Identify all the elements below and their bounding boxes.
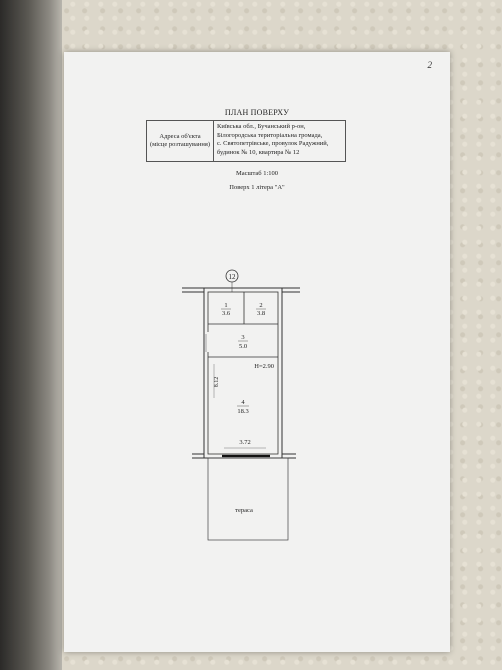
address-label-cell: Адреса об'єкта (місце розташування) xyxy=(147,121,214,161)
room-area: 5.0 xyxy=(239,343,247,350)
address-table: Адреса об'єкта (місце розташування) Київ… xyxy=(146,120,346,162)
room-number: 3 xyxy=(241,334,244,341)
terrace-label: тераса xyxy=(235,507,253,514)
room-area: 3.8 xyxy=(257,310,265,317)
address-line: Київська обл., Бучанський р-он, xyxy=(217,123,306,130)
address-label-sub: (місце розташування) xyxy=(149,141,211,148)
terrace-outline xyxy=(207,457,289,541)
floor-plan: 12 1 3.6 2 3.8 3 5.0 Н= xyxy=(182,269,300,541)
document-page: 2 ПЛАН ПОВЕРХУ Адреса об'єкта (місце роз… xyxy=(64,52,450,652)
floor-label: Поверх 1 літера "А" xyxy=(229,184,285,191)
dimension-vertical: 8.12 xyxy=(214,377,220,388)
dimension-horizontal: 3.72 xyxy=(239,439,250,446)
address-line: с. Святопетрівське, провулок Радужний, xyxy=(217,140,329,147)
room-area: 3.6 xyxy=(222,310,231,317)
page-title: ПЛАН ПОВЕРХУ xyxy=(224,108,290,117)
room-number: 1 xyxy=(224,302,227,309)
address-value-cell: Київська обл., Бучанський р-он, Білогоро… xyxy=(214,121,345,161)
room-number: 4 xyxy=(241,399,245,406)
outer-wall xyxy=(203,287,283,459)
address-line: будинок № 10, квартира № 12 xyxy=(217,148,300,156)
room-number: 2 xyxy=(259,302,262,309)
address-line: Білогородська територіальна громада, xyxy=(217,131,323,139)
book-edge xyxy=(0,0,62,670)
address-label: Адреса об'єкта xyxy=(159,133,201,140)
page-number: 2 xyxy=(427,60,433,70)
axis-marker-label: 12 xyxy=(229,273,237,281)
scale-label: Масштаб 1:100 xyxy=(235,170,279,177)
room-area: 18.3 xyxy=(237,408,248,415)
ceiling-height: Н=2.90 xyxy=(254,363,274,370)
inner-wall xyxy=(207,291,279,455)
